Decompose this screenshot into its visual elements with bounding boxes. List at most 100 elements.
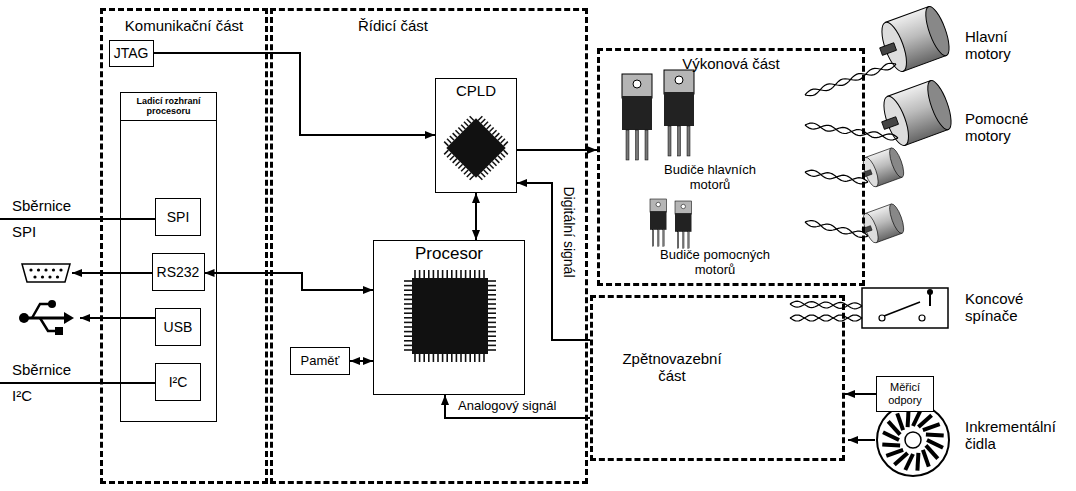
chip-pin — [481, 173, 485, 177]
connector-pin — [56, 275, 59, 278]
signal-label: Digitální signál — [561, 184, 577, 279]
node-heading: Výkonová část — [600, 55, 862, 72]
chip-pin — [442, 354, 444, 362]
chip-pin — [492, 130, 496, 134]
twisted-wire — [790, 315, 862, 321]
chip-pin — [488, 349, 496, 351]
chip-pin — [423, 354, 425, 362]
part-label: Pomocné motory — [965, 110, 1065, 145]
chip-pin — [404, 326, 412, 328]
twisted-wire — [790, 301, 862, 308]
chip-pin — [487, 125, 491, 129]
transistor-leg — [687, 126, 690, 156]
chip-pin — [484, 122, 488, 126]
chip-body — [446, 118, 505, 177]
transistor-leg — [678, 126, 681, 156]
chip-pin — [495, 159, 499, 163]
transistor-tab — [675, 201, 692, 214]
chip-pin — [433, 270, 435, 278]
twisted-wire — [805, 221, 868, 238]
chip-pin — [467, 119, 471, 123]
node-label: SPI — [167, 209, 190, 225]
node-heading: Komunikační část — [103, 17, 265, 34]
chip-pin — [498, 136, 502, 140]
chip-pin — [404, 345, 412, 347]
port-box: SPI — [155, 198, 201, 236]
port-box: USB — [155, 308, 201, 346]
transistor-body — [650, 211, 667, 230]
motor-face — [879, 93, 914, 148]
part-label: Inkrementální čidla — [965, 418, 1071, 453]
chip-pin — [470, 116, 474, 120]
node-label: RS232 — [157, 264, 200, 280]
processor-chip — [412, 278, 488, 354]
chip-pin — [458, 127, 462, 131]
encoder-slot — [897, 413, 903, 430]
chip-pin — [489, 127, 493, 131]
chip-pin — [453, 159, 457, 163]
chip-pin — [501, 139, 505, 143]
chip-pin — [488, 303, 496, 305]
encoder-slot — [923, 424, 940, 430]
usb-icon — [64, 312, 74, 324]
chip-pin — [492, 161, 496, 165]
transistor-body — [675, 213, 692, 232]
chip-pin — [488, 312, 496, 314]
chip-pin — [442, 270, 444, 278]
connector-pin — [33, 275, 36, 278]
chip-pin — [483, 270, 485, 278]
motor-end — [887, 202, 907, 235]
chip-pin — [446, 354, 448, 362]
chip-pin — [488, 322, 496, 324]
chip-pin — [446, 270, 448, 278]
signal-label: Analogový signál — [456, 399, 558, 414]
chip-pin — [478, 116, 482, 120]
connector-arrow — [517, 183, 590, 340]
transistor-leg — [663, 230, 665, 247]
usb-icon — [32, 304, 50, 318]
transistor-hole — [675, 76, 683, 84]
bus-line — [0, 382, 160, 384]
connector-arrow — [445, 395, 590, 418]
serial-cable — [72, 272, 160, 274]
chip-pin — [504, 150, 508, 154]
connector-arrow — [517, 149, 597, 151]
part-label: Koncové spínače — [965, 290, 1065, 325]
chip-pin — [404, 312, 412, 314]
resistor-box: Měřicí odpory — [876, 376, 934, 412]
chip-pin — [469, 354, 471, 362]
chip-pin — [483, 354, 485, 362]
encoder-slot — [886, 450, 903, 456]
chip-pin — [489, 164, 493, 168]
chip-pin — [404, 340, 412, 342]
section-frame: Výkonová částBudiče hlavních motorůBudič… — [597, 48, 865, 286]
chip-pin — [433, 354, 435, 362]
chip-pin — [404, 335, 412, 337]
chip-pin — [450, 136, 454, 140]
twisted-wire — [790, 315, 862, 321]
chip-pin — [419, 270, 421, 278]
transistor-body — [664, 92, 694, 126]
node-label: Měřicí odpory — [877, 381, 933, 406]
motor-shaft — [882, 117, 899, 130]
chip-pin — [479, 270, 481, 278]
chip-pin — [488, 308, 496, 310]
transistor-leg — [677, 232, 679, 249]
transistor-hole — [656, 202, 660, 206]
chip-pin — [444, 150, 448, 154]
chip-pin — [474, 270, 476, 278]
chip-pin — [464, 170, 468, 174]
sensor-arrow — [848, 439, 875, 441]
encoder-slot — [923, 450, 929, 467]
chip-pin — [464, 122, 468, 126]
chip-pin — [423, 270, 425, 278]
chip-pin — [501, 153, 505, 157]
chip-pin — [404, 299, 412, 301]
switch-lever — [884, 302, 920, 316]
chip-pin — [488, 299, 496, 301]
chip-pin — [484, 170, 488, 174]
chip-pin — [461, 125, 465, 129]
chip-pin — [455, 161, 459, 165]
port-box: JTAG — [109, 40, 154, 67]
